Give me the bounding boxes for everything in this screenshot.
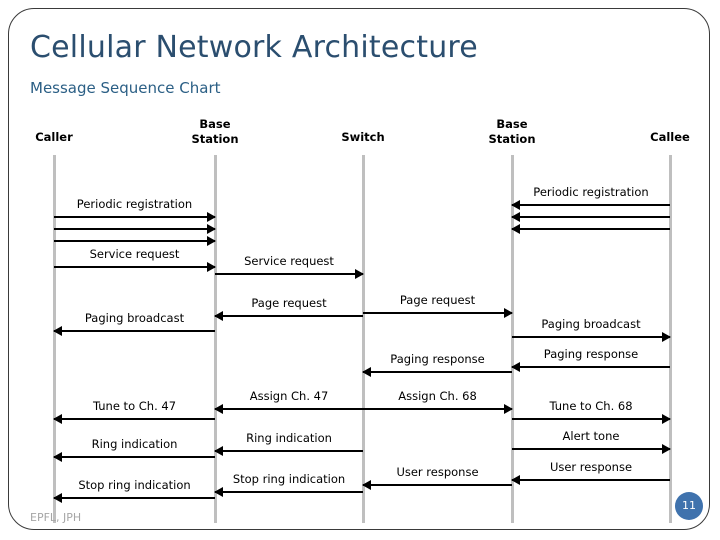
lifeline-caller [52, 155, 56, 523]
arrow-head-icon [53, 325, 62, 336]
message-label: Ring indication [246, 431, 332, 445]
arrow-head-icon [207, 211, 216, 222]
page-title: Cellular Network Architecture [30, 30, 478, 65]
message-shaft [54, 240, 215, 242]
lifeline-base-station-2 [510, 155, 514, 523]
actor-label-caller: Caller [35, 130, 73, 144]
arrow-head-icon [504, 403, 513, 414]
arrow-head-icon [362, 366, 371, 377]
arrow-head-icon [511, 199, 520, 210]
arrow-head-icon [214, 445, 223, 456]
frame-bottom-mask [0, 531, 720, 540]
message-label: Paging broadcast [541, 317, 641, 331]
arrow-head-icon [53, 413, 62, 424]
message-label: User response [396, 465, 479, 479]
arrow-head-icon [53, 451, 62, 462]
message-label: Paging response [390, 352, 485, 366]
message-label: Assign Ch. 68 [398, 389, 477, 403]
actor-label-switch: Switch [341, 130, 385, 144]
actor-label-base-station-1: Base Station [191, 117, 239, 146]
message-shaft [363, 484, 512, 486]
message-shaft [54, 266, 215, 268]
footer-text: EPFL, JPH [30, 511, 82, 524]
lifeline-switch [361, 155, 365, 523]
message-shaft [54, 228, 215, 230]
message-shaft [215, 273, 363, 275]
message-shaft [512, 336, 670, 338]
arrow-head-icon [662, 413, 671, 424]
message-label: Ring indication [91, 437, 178, 451]
message-label: Page request [399, 293, 476, 307]
arrow-head-icon [362, 479, 371, 490]
actor-label-base-station-2: Base Station [488, 117, 536, 146]
arrow-head-icon [53, 492, 62, 503]
actor-label-callee: Callee [650, 130, 690, 144]
message-label: Periodic registration [533, 185, 649, 199]
message-label: Service request [244, 254, 334, 268]
message-shaft [54, 456, 215, 458]
message-label: Assign Ch. 47 [249, 389, 329, 403]
arrow-head-icon [207, 261, 216, 272]
message-shaft [512, 204, 670, 206]
message-shaft [363, 371, 512, 373]
message-shaft [54, 418, 215, 420]
arrow-head-icon [355, 268, 364, 279]
message-shaft [512, 366, 670, 368]
message-label: Alert tone [562, 429, 620, 443]
message-shaft [215, 408, 363, 410]
message-shaft [54, 216, 215, 218]
arrow-head-icon [207, 235, 216, 246]
arrow-head-icon [511, 211, 520, 222]
message-label: Page request [251, 296, 327, 310]
page-subtitle: Message Sequence Chart [30, 79, 221, 97]
message-label: Service request [89, 247, 180, 261]
message-shaft [215, 450, 363, 452]
arrow-head-icon [207, 223, 216, 234]
message-label: Paging broadcast [84, 311, 185, 325]
message-label: Periodic registration [76, 197, 193, 211]
arrow-head-icon [504, 307, 513, 318]
arrow-head-icon [662, 443, 671, 454]
arrow-head-icon [214, 403, 223, 414]
message-shaft [363, 408, 512, 410]
message-shaft [512, 418, 670, 420]
message-shaft [54, 497, 215, 499]
arrow-head-icon [511, 223, 520, 234]
message-shaft [512, 448, 670, 450]
message-shaft [215, 315, 363, 317]
lifeline-base-station-1 [213, 155, 217, 523]
message-label: Paging response [543, 347, 639, 361]
message-shaft [512, 228, 670, 230]
arrow-head-icon [662, 331, 671, 342]
message-shaft [512, 216, 670, 218]
message-shaft [215, 491, 363, 493]
message-label: Tune to Ch. 68 [549, 399, 633, 413]
arrow-head-icon [214, 486, 223, 497]
arrow-head-icon [511, 474, 520, 485]
arrow-head-icon [214, 310, 223, 321]
message-label: Tune to Ch. 47 [92, 399, 177, 413]
message-label: Stop ring indication [78, 478, 191, 492]
message-label: Stop ring indication [232, 472, 346, 486]
message-label: User response [549, 460, 633, 474]
message-shaft [512, 479, 670, 481]
page-number-badge: 11 [675, 492, 703, 520]
message-shaft [54, 330, 215, 332]
message-shaft [363, 312, 512, 314]
arrow-head-icon [511, 361, 520, 372]
